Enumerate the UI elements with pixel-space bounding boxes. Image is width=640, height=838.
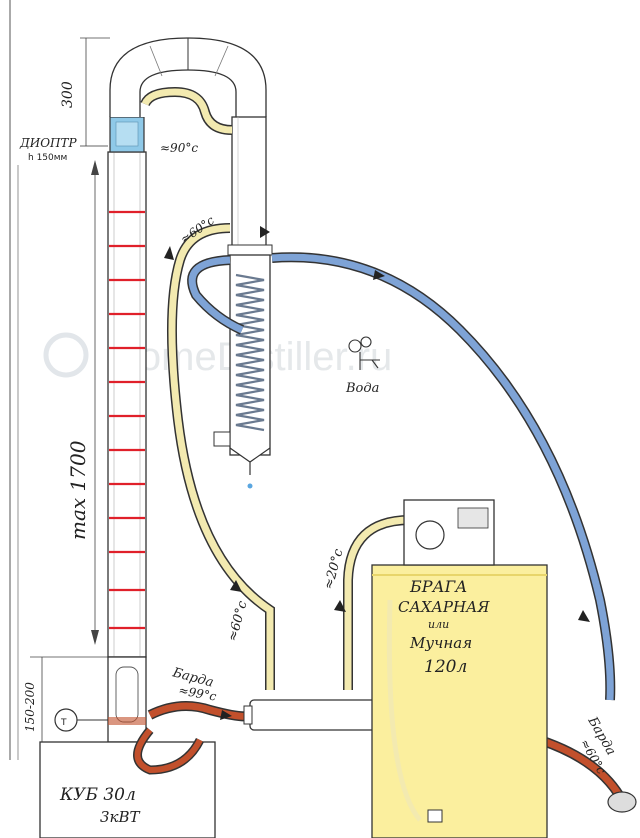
braga-volume: 120л — [424, 657, 467, 677]
dioptr-height-label: h 150мм — [28, 153, 67, 163]
vapor-arch — [109, 37, 267, 117]
temp-60-mid-label: ≈60°c — [225, 599, 250, 643]
vapor-tube — [141, 88, 233, 134]
condenser-lower — [213, 254, 271, 489]
heat-exchanger — [243, 699, 387, 731]
thermometer-label: T — [60, 718, 67, 728]
top-dimension-label: 300 — [60, 81, 76, 108]
braga-title-3: или — [428, 618, 449, 631]
column-base — [107, 656, 147, 743]
drain-icon — [607, 791, 637, 813]
braga-title-2: САХАРНАЯ — [398, 598, 490, 616]
braga-tank — [371, 564, 548, 838]
column-height-label: max 1700 — [66, 440, 90, 540]
barda-tube-left — [148, 702, 251, 720]
cube-volume-label: КУБ 30л — [59, 785, 136, 805]
temp-20-label: ≈20°c — [321, 547, 346, 591]
coolant-return-tube — [168, 224, 274, 690]
bottom-dimension — [30, 656, 108, 742]
cube-power-label: 3кВТ — [100, 808, 141, 826]
pump — [403, 499, 495, 566]
water-label: Вода — [345, 381, 379, 396]
distillation-column — [107, 151, 147, 658]
dioptr-label: ДИОПТР — [19, 136, 78, 150]
watermark: HomeDistiller.ru — [43, 332, 392, 379]
barda-loop — [134, 728, 203, 774]
coolant-loop — [188, 256, 244, 334]
column-dimension — [91, 160, 99, 645]
condenser-upper — [227, 116, 273, 256]
thermometer-icon — [54, 708, 108, 732]
braga-title-1: БРАГА — [409, 577, 467, 596]
temp-99-label: ≈99°c — [177, 683, 217, 703]
coolant-outflow-tube — [271, 253, 614, 701]
flow-arrows — [164, 226, 590, 720]
diopter — [109, 116, 145, 153]
water-tap-icon — [348, 336, 380, 370]
top-dimension — [80, 37, 110, 146]
temp-90-label: ≈90°c — [160, 141, 198, 155]
bottom-dimension-label: 150-200 — [23, 682, 37, 732]
column-packing-marks — [109, 210, 145, 630]
braga-title-4: Мучная — [409, 634, 472, 652]
